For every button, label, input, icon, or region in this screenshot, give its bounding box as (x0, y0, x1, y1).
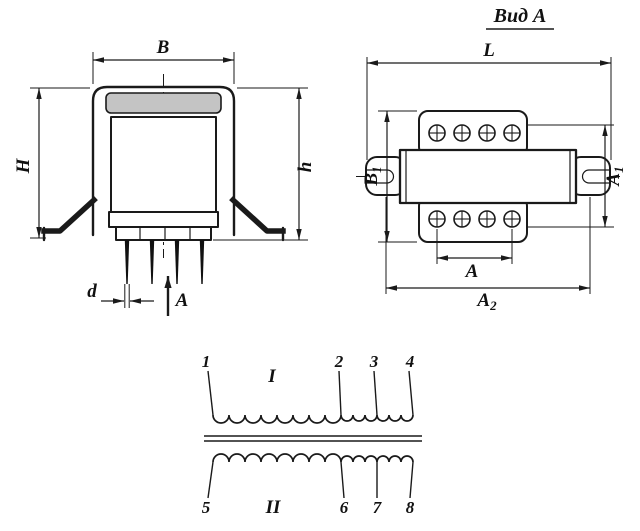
winding-schematic: 1 2 3 4 I 5 6 7 8 II (202, 352, 422, 518)
pin (199, 240, 205, 284)
dim-B: B (92, 37, 235, 84)
terminal-screw (453, 210, 471, 228)
terminal-lead (338, 370, 342, 416)
view-a: Вид А (356, 5, 626, 313)
dim-A: A (436, 229, 513, 282)
view-a-title: Вид А (493, 5, 547, 27)
core-shell (91, 85, 236, 237)
pins (124, 240, 205, 284)
terminal-label-4: 4 (405, 352, 415, 371)
terminal-screw (478, 124, 496, 142)
dim-d: d (87, 281, 154, 308)
top-lamination-cap (105, 92, 222, 114)
view-direction-arrow: A (164, 276, 189, 316)
dim-h: h (213, 87, 316, 241)
bobbin-window (110, 116, 217, 213)
terminal-screw (428, 210, 446, 228)
dim-label-h: h (295, 162, 316, 173)
dim-label-B: B (156, 37, 170, 58)
terminal-screw (478, 210, 496, 228)
dim-label-A2: A2 (476, 290, 497, 313)
terminal-screw (503, 210, 521, 228)
terminal-lead (207, 370, 214, 416)
terminal-lead (340, 461, 345, 499)
mounting-bracket-right (229, 196, 286, 234)
terminal-label-7: 7 (373, 498, 383, 517)
terminal-label-2: 2 (334, 352, 344, 371)
dim-label-d: d (87, 281, 97, 302)
secondary-coil (212, 453, 414, 463)
view-direction-label: A (175, 290, 189, 311)
terminal-lead (408, 370, 414, 416)
mounting-slot-right (581, 169, 610, 184)
secondary-winding-label: II (265, 497, 281, 518)
terminal-label-6: 6 (340, 498, 349, 517)
pin (124, 240, 130, 284)
terminal-screws-top (428, 124, 521, 142)
terminal-label-3: 3 (369, 352, 379, 371)
dim-label-H: H (13, 157, 34, 174)
dim-H: H (13, 87, 90, 239)
mounting-bracket-left (41, 196, 98, 234)
pin (149, 240, 155, 284)
bobbin-flange (108, 211, 219, 228)
terminal-screw (503, 124, 521, 142)
primary-coil (212, 414, 414, 424)
terminal-label-1: 1 (202, 352, 211, 371)
terminal-label-8: 8 (406, 498, 415, 517)
terminal-label-5: 5 (202, 498, 211, 517)
pin-rail (115, 226, 212, 241)
dim-L: L (366, 40, 612, 160)
dim-label-B1: B1 (361, 166, 384, 186)
dim-A1: A1 (528, 124, 626, 228)
dim-label-A1: A1 (603, 166, 626, 186)
dim-label-L: L (482, 40, 495, 61)
primary-winding-label: I (267, 366, 276, 387)
terminal-lead (373, 370, 378, 416)
terminal-lead (409, 461, 414, 499)
core-band (398, 148, 578, 205)
dim-label-A: A (465, 261, 479, 282)
dim-B1: B1 (361, 110, 417, 243)
front-view-body (41, 74, 286, 284)
terminal-screw (428, 124, 446, 142)
front-view: B H h d A (13, 37, 316, 316)
terminal-screws-bottom (428, 210, 521, 228)
terminal-lead (207, 461, 214, 499)
view-a-body (356, 110, 622, 243)
dim-A2: A2 (385, 197, 591, 313)
terminal-screw (453, 124, 471, 142)
pin (174, 240, 180, 284)
